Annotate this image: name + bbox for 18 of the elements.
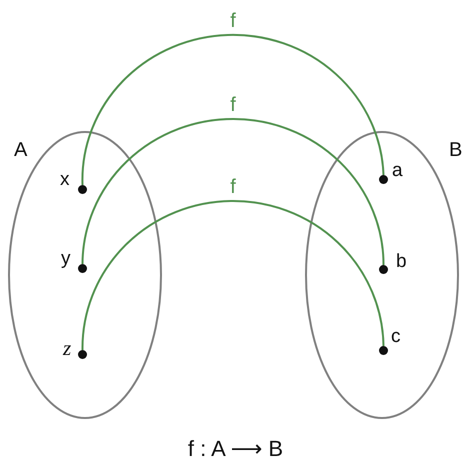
caption: f : A ⟶ B [188, 438, 284, 460]
set-label: B [449, 140, 462, 160]
point-dot [379, 265, 388, 274]
point-label: b [396, 252, 407, 271]
arc-connector [82, 200, 384, 350]
point-label: z [63, 338, 72, 359]
point-label: x [60, 170, 70, 189]
point-dot [379, 346, 388, 355]
point-label: c [391, 327, 400, 346]
point-dot [78, 185, 87, 194]
arc-connector [82, 34, 384, 186]
point-dot [78, 350, 87, 359]
set-label: A [14, 140, 28, 160]
arc-connector [82, 118, 384, 266]
point-dot [379, 175, 388, 184]
point-dot [78, 264, 87, 273]
point-label: y [61, 249, 70, 268]
point-label: a [392, 161, 403, 180]
